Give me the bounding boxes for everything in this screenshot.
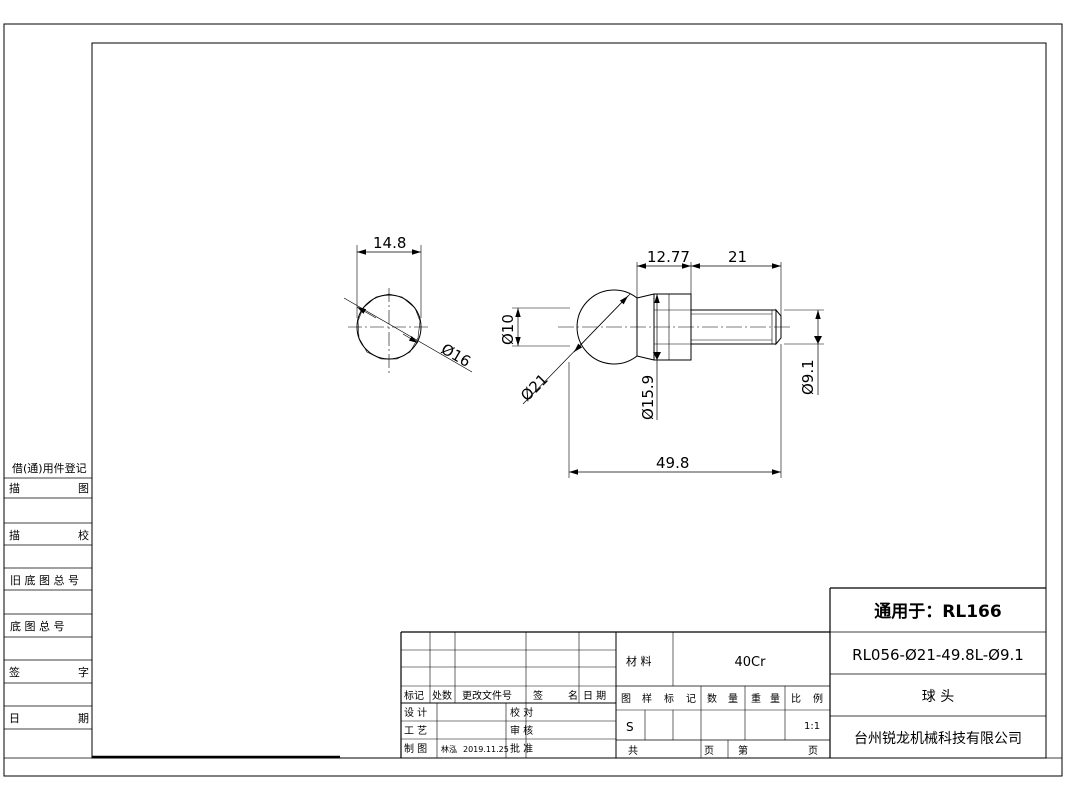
side-row3: 旧 底 图 总 号 (10, 573, 79, 587)
process-label: 工 艺 (404, 725, 427, 737)
dim-dia9-1-arrow-b (814, 336, 822, 344)
grid-h-1: 样 (642, 692, 652, 705)
side-row5-left: 签 (9, 665, 20, 679)
grid-h-4: 数 (707, 692, 717, 705)
part-name: 球 头 (922, 689, 954, 705)
drawing-frame (91, 42, 1047, 759)
side-title: 借(通)用件登记 (12, 461, 87, 475)
material-label: 材 料 (626, 654, 652, 668)
side-row2-left: 描 (9, 528, 20, 542)
approve-label: 批 准 (510, 742, 533, 755)
material-value: 40Cr (735, 655, 767, 670)
neck-top (636, 293, 655, 299)
dim-dia9-1-text: Ø9.1 (799, 359, 817, 395)
grid-h-6: 重 (751, 692, 761, 705)
dim-dia21-text: Ø21 (517, 370, 552, 405)
scale-value: 1:1 (804, 721, 820, 732)
neck-bottom (636, 355, 655, 361)
dim-dia16-text: Ø16 (438, 340, 474, 371)
grid-h-9: 例 (813, 692, 823, 705)
drawn-date: 2019.11.25 (463, 745, 509, 754)
review-label: 审 核 (510, 724, 533, 737)
dim-dia10-text: Ø10 (499, 314, 517, 345)
side-column-lines (4, 477, 92, 730)
company-name: 台州锐龙机械科技有限公司 (854, 731, 1022, 747)
dim-dia21-arrow-b (573, 330, 595, 353)
side-row2-right: 校 (78, 528, 89, 542)
dim-dia15-9-arrow-b (653, 352, 661, 360)
drawn-label: 制 图 (404, 742, 427, 755)
sheet-label: 第 (738, 744, 748, 757)
grid-h-5: 量 (728, 693, 738, 705)
side-row4: 底 图 总 号 (10, 619, 65, 633)
mark-value: S (626, 720, 634, 734)
dim-21-text: 21 (728, 248, 747, 266)
end-view (343, 245, 473, 375)
rev-header-count: 处数 (432, 689, 452, 702)
rev-header-name: 名 (568, 689, 578, 702)
rev-header-doc: 更改文件号 (462, 689, 512, 702)
rev-header-sign: 签 (533, 689, 543, 702)
dim-dia16-arrow-b (402, 333, 419, 344)
side-row6-left: 日 (9, 712, 20, 725)
drawn-name: 林泓 (441, 744, 457, 754)
side-view (512, 262, 824, 478)
check-label: 校 对 (510, 706, 533, 719)
total-label: 共 (628, 745, 638, 757)
grid-h-7: 量 (770, 693, 780, 705)
page-label: 页 (704, 745, 714, 757)
dim-12-77-text: 12.77 (647, 248, 690, 266)
applies-to: 通用于：RL166 (874, 602, 1001, 622)
dim-dia15-9-text: Ø15.9 (639, 375, 657, 420)
part-number: RL056-Ø21-49.8L-Ø9.1 (852, 646, 1024, 664)
grid-h-3: 记 (686, 693, 696, 705)
grid-h-2: 标 (664, 693, 674, 705)
side-row6-right: 期 (78, 712, 89, 725)
title-block-lines (400, 587, 1046, 758)
page-label-2: 页 (808, 745, 818, 757)
side-row5-right: 字 (78, 665, 89, 679)
design-label: 设 计 (404, 706, 427, 719)
end-view-hex (357, 293, 421, 360)
dim-dia21-arrow-a (593, 295, 629, 332)
side-row1-left: 描 (9, 481, 20, 495)
dim-dia16-arrow-a (356, 306, 377, 319)
rev-header-date: 日 期 (583, 690, 606, 702)
sheet-border (3, 23, 1063, 777)
side-row1-right: 图 (78, 482, 89, 495)
rev-header-mark: 标记 (404, 690, 424, 702)
dim-49-8-text: 49.8 (656, 454, 689, 472)
dim-14-8-text: 14.8 (373, 234, 406, 252)
shank-chamfer (775, 308, 782, 346)
grid-h-0: 图 (621, 693, 631, 705)
grid-h-8: 比 (791, 693, 801, 705)
